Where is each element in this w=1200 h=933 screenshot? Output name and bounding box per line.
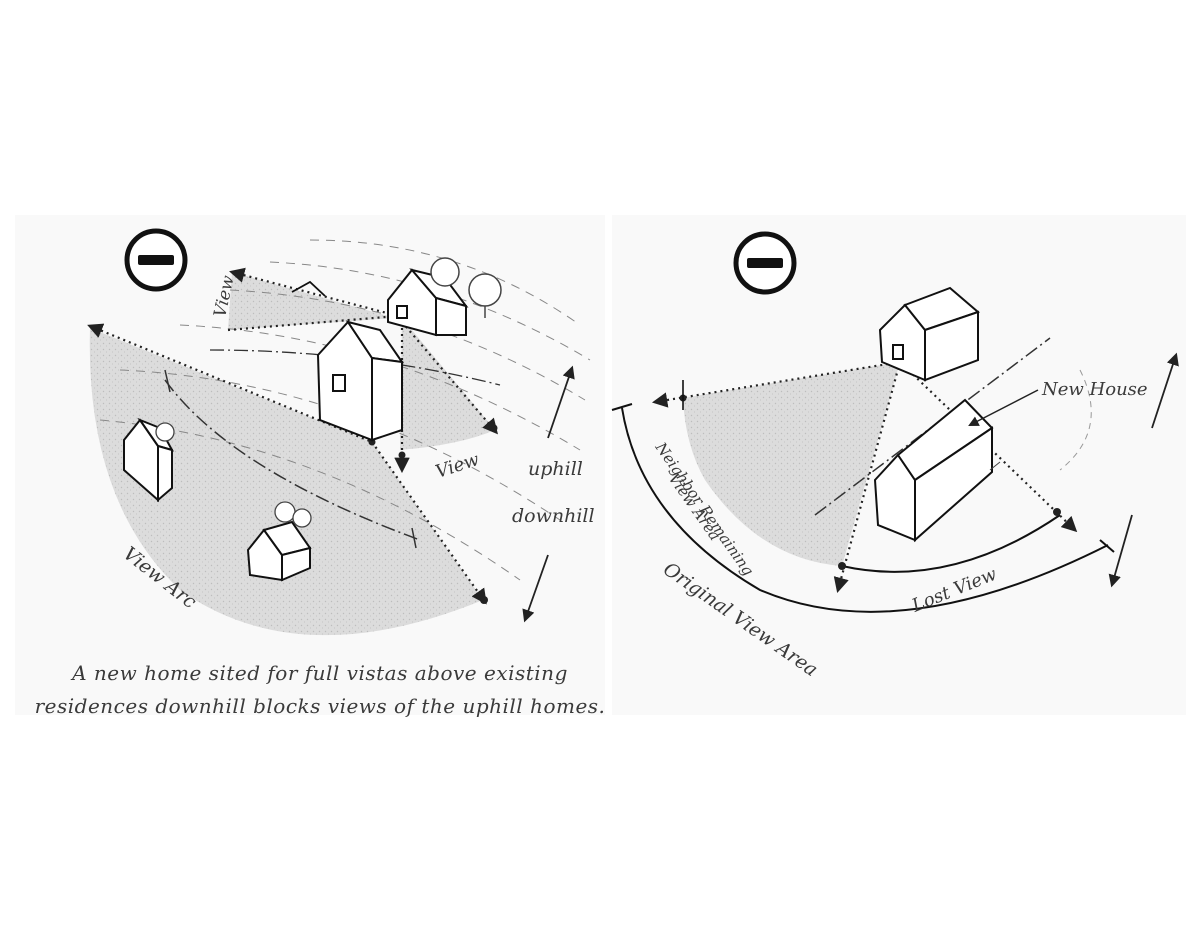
neighbor-remaining-view-area (683, 362, 900, 566)
left-trees (430, 257, 502, 318)
right-up-arrow (1151, 352, 1179, 429)
new-house (873, 398, 1001, 543)
caption-line-1: A new home sited for full vistas above e… (72, 661, 568, 685)
label-lost-view: Lost View (908, 563, 1000, 617)
left-lower-house-2 (246, 501, 312, 582)
caption-line-2: residences downhill blocks views of the … (34, 694, 606, 718)
remaining-inner-arc (841, 514, 1061, 573)
left-uphill-house (387, 268, 469, 337)
uphill-arrow (547, 365, 575, 439)
right-down-arrow (1108, 514, 1133, 588)
right-panel: New House Neighbor Remaining View Area O… (611, 231, 1179, 681)
left-minus-circle-icon (124, 228, 188, 292)
downhill-arrow (522, 554, 549, 623)
left-label-view-right: View (433, 449, 482, 483)
label-uphill: uphill (528, 458, 583, 480)
label-downhill: downhill (512, 505, 595, 527)
label-new-house: New House (1041, 379, 1148, 400)
neighbor-house (878, 286, 980, 382)
left-ridge-line (164, 379, 421, 541)
left-distant-roof (291, 280, 326, 297)
right-minus-circle-icon (733, 231, 797, 295)
left-caption: A new home sited for full vistas above e… (20, 657, 620, 723)
left-view-arc-area (89, 328, 483, 636)
original-view-area-arc (621, 407, 1109, 613)
left-middle-house (316, 320, 405, 442)
left-lower-house-1 (123, 417, 175, 503)
left-panel: View View uphill downhill View Arc (87, 228, 595, 636)
label-original-view-area: Original View Area (659, 558, 822, 681)
left-upper-view-wedge (228, 272, 395, 330)
new-house-pointer (968, 389, 1039, 426)
